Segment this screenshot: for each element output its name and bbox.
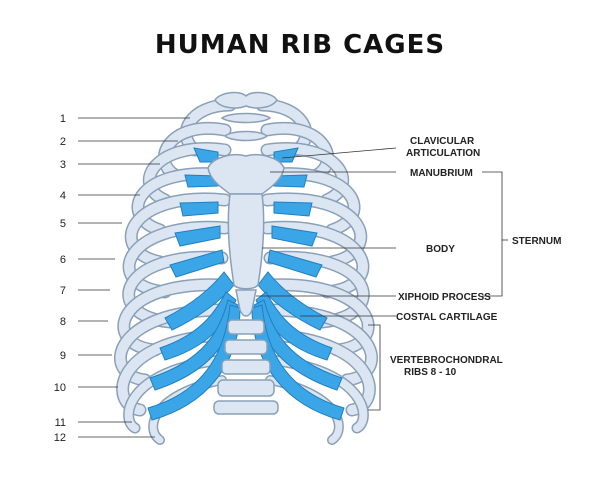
rib-number-7: 7 — [60, 285, 66, 297]
vertebra — [224, 339, 268, 355]
rib-number-8: 8 — [60, 316, 66, 328]
costal-cartilage — [147, 147, 345, 421]
label-manubrium: MANUBRIUM — [410, 168, 473, 179]
label-vertebro-2: RIBS 8 - 10 — [404, 367, 457, 378]
cartilage-right-3 — [273, 174, 308, 188]
cartilage-right-4 — [273, 201, 313, 217]
rib-number-9: 9 — [60, 350, 66, 362]
vertebra — [221, 359, 271, 375]
sternum-bracket — [482, 171, 503, 297]
label-clavicular-2: ARTICULATION — [406, 148, 480, 159]
label-leaders — [256, 147, 508, 411]
cartilage-left-4 — [179, 201, 219, 217]
rib-number-leaders — [78, 117, 190, 438]
label-sternum: STERNUM — [512, 236, 561, 247]
label-costal: COSTAL CARTILAGE — [396, 312, 498, 323]
rib-number-3: 3 — [60, 159, 66, 171]
label-vertebro-1: VERTEBROCHONDRAL — [390, 355, 503, 366]
cartilage-left-3 — [184, 174, 219, 188]
vertebra — [213, 400, 279, 415]
rib-number-5: 5 — [60, 218, 66, 230]
label-xiphoid: XIPHOID PROCESS — [398, 292, 491, 303]
rib-number-10: 10 — [54, 382, 66, 394]
vertebra — [227, 319, 265, 335]
sternum — [207, 154, 285, 317]
rib-number-1: 1 — [60, 113, 66, 125]
rib-number-12: 12 — [54, 432, 66, 444]
rib-number-4: 4 — [60, 190, 66, 202]
cartilage-right-6 — [267, 249, 323, 278]
rib-number-2: 2 — [60, 136, 66, 148]
structure-labels: CLAVICULAR ARTICULATION MANUBRIUM BODY X… — [390, 136, 561, 378]
label-clavicular-1: CLAVICULAR — [410, 136, 475, 147]
cartilage-left-5 — [174, 225, 221, 247]
left-ribs — [114, 98, 237, 445]
rib-numbers: 1 2 3 4 5 6 7 8 9 10 11 12 — [54, 113, 66, 444]
sternum-body — [227, 193, 265, 290]
spine — [213, 319, 279, 415]
vertebra — [217, 379, 275, 397]
cartilage-left-6 — [169, 249, 225, 278]
manubrium — [207, 154, 285, 195]
diagram-title: HUMAN RIB CAGES — [154, 30, 446, 60]
xiphoid-process — [235, 289, 257, 317]
label-body: BODY — [426, 244, 455, 255]
cartilage-right-5 — [271, 225, 318, 247]
vertebrochondral-bracket — [368, 324, 381, 411]
rib-number-6: 6 — [60, 254, 66, 266]
rib-number-11: 11 — [55, 417, 66, 429]
clavicular-articulation — [214, 91, 278, 142]
